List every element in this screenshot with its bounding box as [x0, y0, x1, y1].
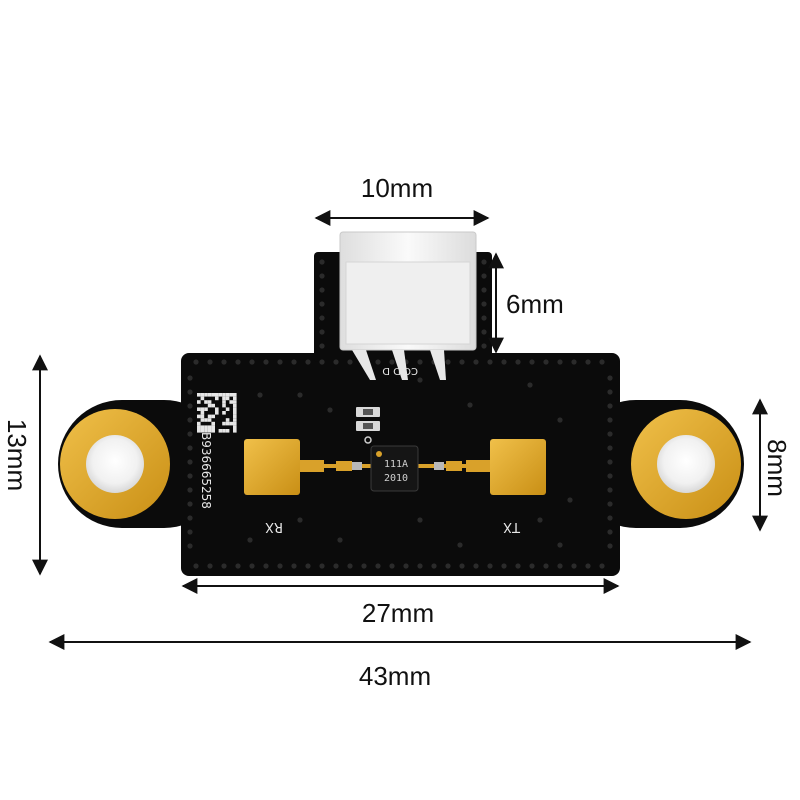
chip-marking-line1: 111A — [384, 459, 408, 470]
connector-height-label: 6mm — [506, 289, 564, 319]
via-dots — [187, 259, 613, 569]
datamatrix-code — [197, 393, 237, 433]
jst-connector: CC D D — [339, 231, 477, 380]
connector-pin-labels: CC D D — [382, 365, 418, 376]
board-body-width-label: 27mm — [362, 598, 434, 628]
serial-number: B936665258 — [199, 432, 213, 509]
smd-components — [356, 407, 380, 444]
dimension-board-body-width: 27mm — [181, 578, 620, 628]
board-height-label: 13mm — [2, 419, 32, 491]
dimension-connector-height: 6mm — [488, 252, 564, 354]
rx-antenna — [244, 439, 374, 495]
chip-marking-line2: 2010 — [384, 473, 408, 484]
connector-width-label: 10mm — [361, 173, 433, 203]
dimension-connector-width: 10mm — [314, 173, 490, 226]
overall-width-label: 43mm — [359, 661, 431, 691]
tx-antenna — [418, 439, 546, 495]
dimension-board-height: 13mm — [2, 354, 48, 576]
radar-chip: 111A 2010 — [370, 445, 419, 492]
rx-label: RX — [265, 519, 283, 534]
left-mount-hole — [60, 409, 170, 519]
mount-hole-height-label: 8mm — [762, 439, 792, 497]
right-mount-hole — [631, 409, 741, 519]
dimension-overall-width: 43mm — [48, 634, 752, 691]
dimension-mount-hole-height: 8mm — [752, 398, 792, 532]
tx-label: TX — [503, 519, 521, 534]
